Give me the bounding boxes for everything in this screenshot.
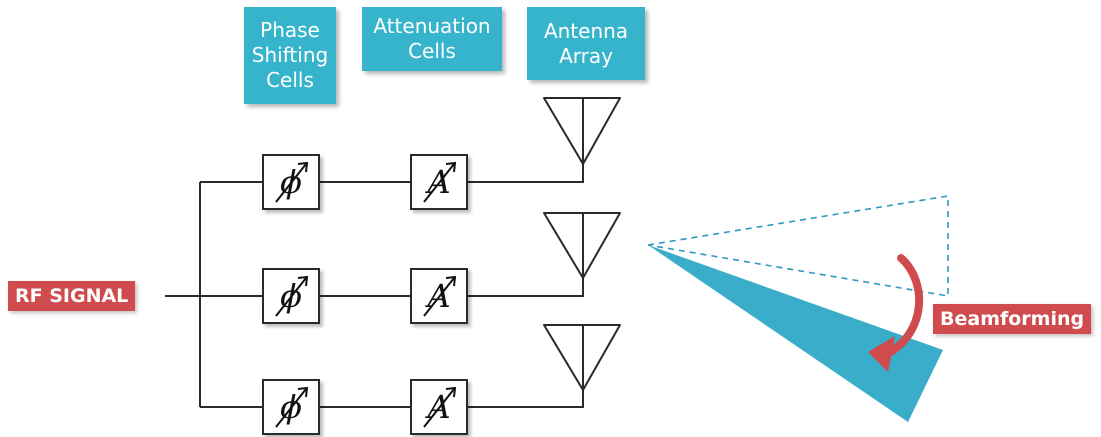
beam-original-outline <box>647 195 949 297</box>
antenna-array-label: Antenna Array <box>527 7 645 80</box>
attenuation-cells-label: Attenuation Cells <box>362 7 502 71</box>
tuning-arrow-icon <box>423 386 457 428</box>
attenuator-cell-1: A <box>410 154 468 210</box>
label-line: Antenna <box>543 18 629 43</box>
beamforming-label: Beamforming <box>933 304 1092 334</box>
curved-arrow-icon <box>868 254 924 372</box>
phase-shifter-cell-1: ϕ <box>262 154 320 210</box>
beam-pattern <box>647 195 949 422</box>
beam-steered <box>648 245 943 422</box>
label-line: Attenuation <box>373 14 491 38</box>
antenna-icon <box>543 97 621 391</box>
phase-shifter-cell-2: ϕ <box>262 268 320 324</box>
rotation-arc <box>883 254 924 358</box>
label-line: Cells <box>266 68 314 92</box>
tuning-arrow-icon <box>275 386 309 428</box>
phase-shifting-cells-label: Phase Shifting Cells <box>244 7 336 104</box>
attenuator-cell-3: A <box>410 379 468 435</box>
branch-line-3c <box>468 378 584 408</box>
branch-line-2c <box>468 268 584 297</box>
rotation-arrowhead <box>868 336 895 372</box>
tuning-arrow-icon <box>275 161 309 203</box>
label-line: Phase <box>260 18 320 42</box>
feed-network <box>165 152 584 408</box>
label-line: Array <box>559 43 613 68</box>
label-line: Shifting <box>251 43 329 67</box>
phase-shifter-cell-3: ϕ <box>262 379 320 435</box>
rf-signal-label: RF SIGNAL <box>8 281 136 311</box>
label-line: Cells <box>408 39 456 63</box>
tuning-arrow-icon <box>423 275 457 317</box>
attenuator-cell-2: A <box>410 268 468 324</box>
branch-line-1c <box>468 152 584 183</box>
tuning-arrow-icon <box>423 161 457 203</box>
tuning-arrow-icon <box>275 275 309 317</box>
